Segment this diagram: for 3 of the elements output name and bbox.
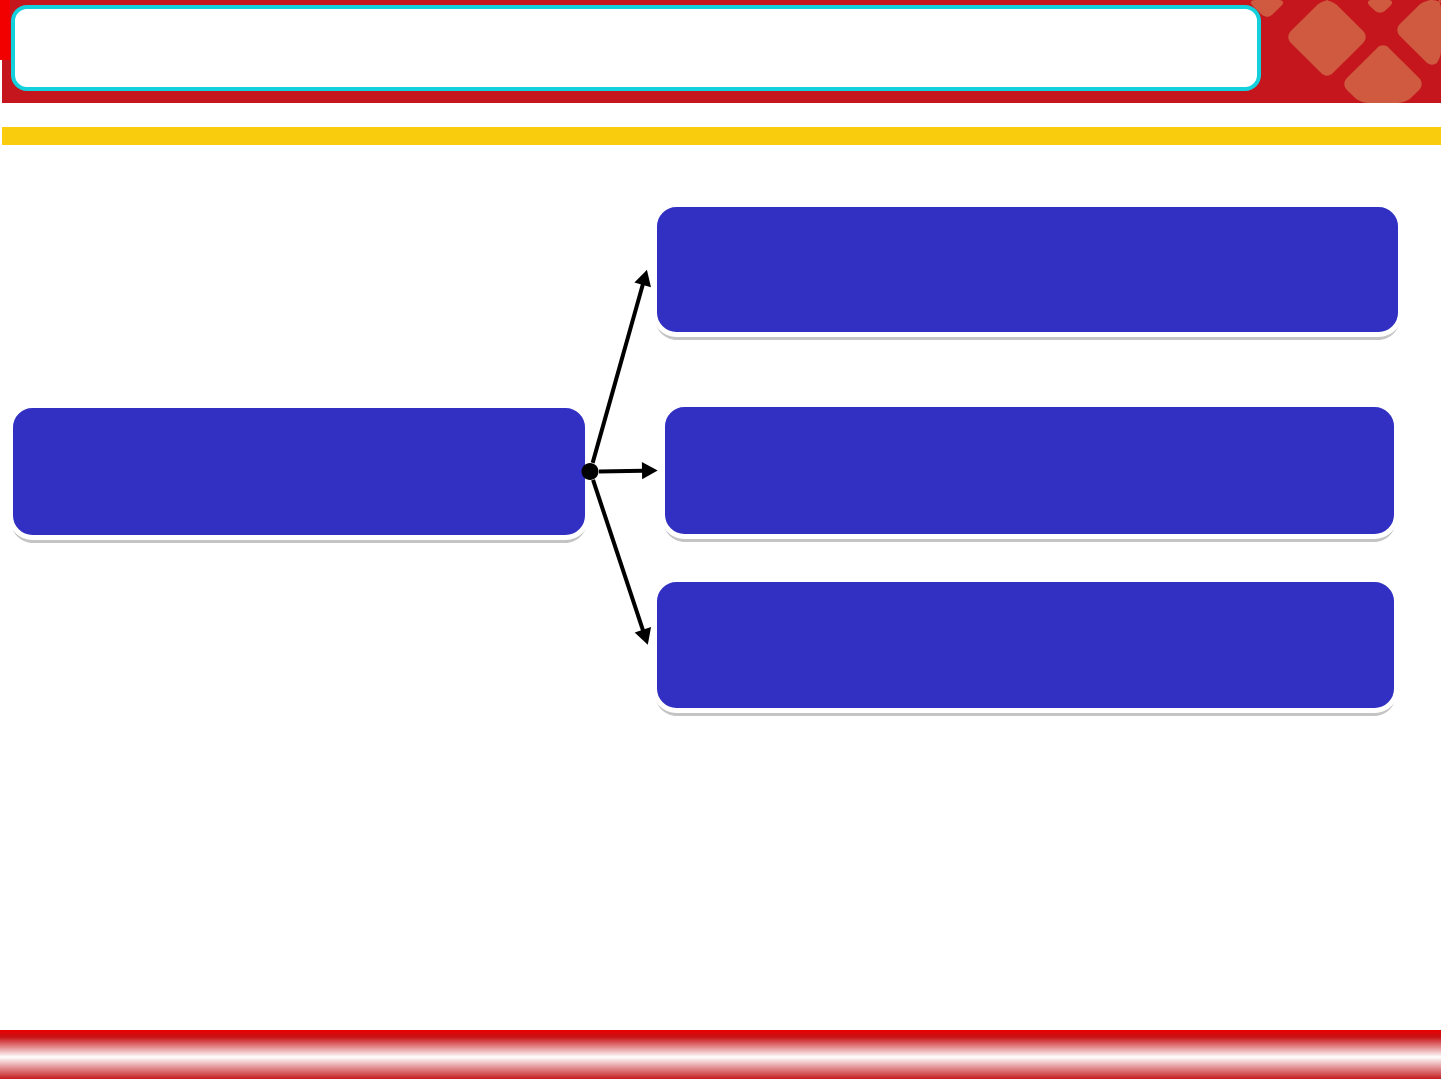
rounded-box	[660, 402, 1400, 542]
rounded-box	[652, 577, 1400, 716]
rounded-box	[652, 202, 1403, 340]
